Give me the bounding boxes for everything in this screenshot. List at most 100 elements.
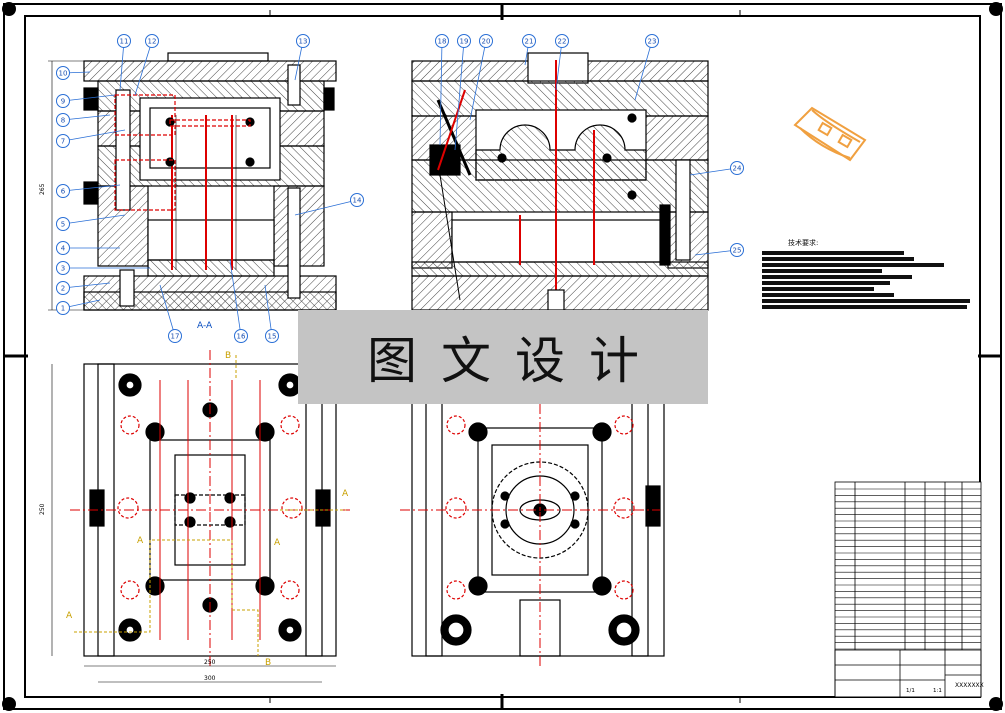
leader-line [634,40,653,101]
balloon-circle [56,134,70,148]
title-block [834,649,982,698]
balloon-number: 16 [237,333,246,341]
balloon-number: 7 [61,138,65,146]
part-balloon-13: 13 [294,34,310,81]
part-balloon-21: 21 [522,34,536,66]
balloon-number: 5 [61,221,65,229]
note-line [762,263,944,267]
note-line [762,257,914,261]
watermark-text: 图文设计 [367,332,663,390]
note-line [762,305,967,309]
note-line [762,251,904,255]
balloon-number: 2 [61,285,65,293]
part-balloon-19: 19 [454,34,471,151]
view-marker-a-inner-right: A [274,538,281,548]
balloon-circle [296,34,310,48]
part-balloon-5: 5 [56,214,126,231]
leader-line [439,40,443,146]
balloon-circle [645,34,659,48]
leader-line [159,284,176,337]
leader-line [264,284,273,337]
dimension-texts: 265 250 250 300 [39,183,216,682]
leader-line [454,40,465,151]
centering-marks [4,4,1001,709]
note-line [762,293,894,297]
note-line [762,269,882,273]
part-balloon-3: 3 [56,261,150,275]
view-marker-a-right: A [342,489,349,499]
leader-line [294,199,358,216]
balloon-circle [457,34,471,48]
part-balloon-16: 16 [229,259,248,343]
balloon-circle [56,281,70,295]
balloon-circle [522,34,536,48]
balloon-circle [56,261,70,275]
balloon-number: 25 [733,247,742,255]
balloon-number: 11 [120,38,129,46]
balloon-number: 6 [61,188,66,196]
balloon-circle [265,329,279,343]
part-balloon-2: 2 [56,281,111,295]
part-balloon-22: 22 [555,34,569,91]
leader-line [555,40,563,91]
part-balloon-15: 15 [264,284,279,343]
dim-height-side: 265 [39,183,46,195]
balloon-circle [350,193,364,207]
note-line [762,281,890,285]
leader-line [62,184,121,192]
balloon-circle [234,329,248,343]
balloon-number: 24 [733,165,742,173]
part-balloon-23: 23 [634,34,659,101]
leader-line [689,167,738,176]
technical-notes: 技术要求: [762,238,977,311]
balloon-circle [555,34,569,48]
plan-view-moving-half [51,350,350,683]
balloon-number: 9 [61,98,65,106]
leader-line [62,94,116,102]
bom-rows [835,488,981,650]
part-balloon-25: 25 [694,243,744,257]
note-line [762,287,874,291]
balloon-number: 23 [648,38,657,46]
drawing-number: XXXXXXX [955,682,984,689]
section-label: A-A [197,321,213,331]
balloon-number: 12 [148,38,157,46]
balloon-circle [145,34,159,48]
view-marker-a-inner: A [137,536,144,546]
balloon-number: 18 [438,38,447,46]
balloon-number: 13 [299,38,308,46]
balloon-circle [168,329,182,343]
balloon-circle [56,66,70,80]
scale-value: 1:1 [933,688,942,694]
balloon-number: 8 [61,117,65,125]
plan-view-fixed-half [400,350,665,668]
notes-title: 技术要求: [788,239,819,247]
balloon-circle [56,217,70,231]
balloon-circle [56,301,70,315]
right-section-view [411,52,709,311]
sheet-ticks [269,10,741,703]
balloon-number: 14 [353,197,362,205]
dim-height-plan: 250 [39,503,46,515]
balloon-circle [56,113,70,127]
note-line [762,275,912,279]
leader-line [694,249,738,256]
balloon-circle [730,243,744,257]
product-sketch [793,106,867,162]
bom-table [834,481,982,698]
part-balloon-14: 14 [294,193,364,216]
part-balloon-18: 18 [435,34,449,146]
balloon-circle [479,34,493,48]
balloon-number: 3 [61,265,65,273]
leader-line [62,114,111,121]
balloon-number: 17 [171,333,180,341]
leader-line [62,129,126,142]
part-balloon-8: 8 [56,113,111,127]
part-balloon-17: 17 [159,284,182,343]
part-balloon-7: 7 [56,129,126,148]
part-balloon-11: 11 [117,34,131,91]
part-balloon-24: 24 [689,161,744,176]
